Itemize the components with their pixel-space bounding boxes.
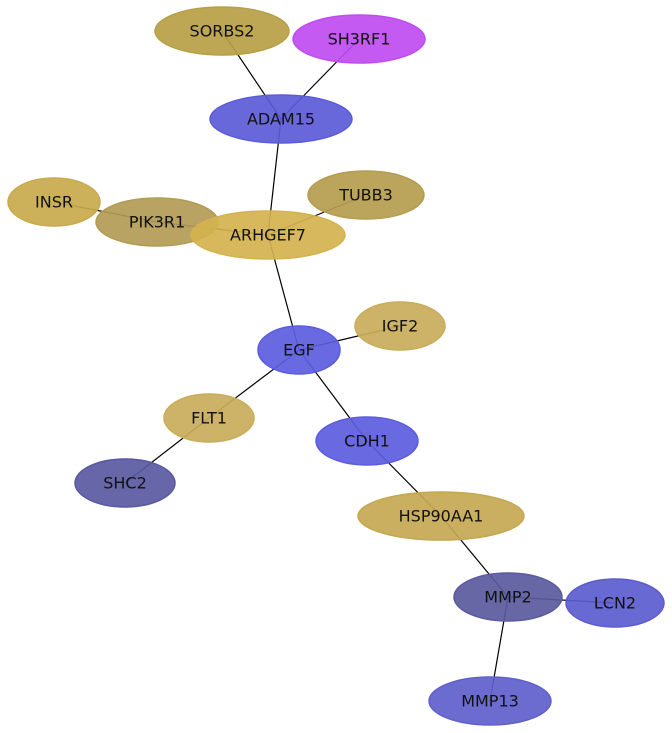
node-tubb3[interactable]: TUBB3 <box>307 170 425 220</box>
node-flt1[interactable]: FLT1 <box>163 393 255 443</box>
node-igf2[interactable]: IGF2 <box>354 301 446 351</box>
node-label-flt1: FLT1 <box>191 409 227 428</box>
node-shape-sh3rf1 <box>292 14 426 64</box>
node-shape-lcn2 <box>565 578 665 628</box>
node-lcn2[interactable]: LCN2 <box>565 578 665 628</box>
node-label-pik3r1: PIK3R1 <box>129 213 185 232</box>
node-adam15[interactable]: ADAM15 <box>209 94 353 144</box>
node-hsp90aa1[interactable]: HSP90AA1 <box>357 491 525 541</box>
node-label-tubb3: TUBB3 <box>338 186 393 205</box>
node-insr[interactable]: INSR <box>7 177 101 227</box>
node-arhgef7[interactable]: ARHGEF7 <box>190 210 346 260</box>
node-shape-insr <box>7 177 101 227</box>
node-label-insr: INSR <box>35 193 73 212</box>
node-label-lcn2: LCN2 <box>594 594 636 613</box>
node-label-igf2: IGF2 <box>382 317 419 336</box>
node-shc2[interactable]: SHC2 <box>74 458 176 508</box>
node-label-sorbs2: SORBS2 <box>190 22 255 41</box>
node-shape-cdh1 <box>315 416 419 466</box>
node-mmp2[interactable]: MMP2 <box>453 572 563 622</box>
node-label-mmp2: MMP2 <box>484 588 531 607</box>
node-label-egf: EGF <box>283 341 315 360</box>
node-shape-flt1 <box>163 393 255 443</box>
node-sh3rf1[interactable]: SH3RF1 <box>292 14 426 64</box>
node-sorbs2[interactable]: SORBS2 <box>154 6 290 56</box>
node-label-arhgef7: ARHGEF7 <box>230 226 306 245</box>
node-shape-mmp13 <box>428 676 552 726</box>
node-egf[interactable]: EGF <box>257 325 341 375</box>
node-shape-shc2 <box>74 458 176 508</box>
node-label-hsp90aa1: HSP90AA1 <box>399 507 484 526</box>
node-label-shc2: SHC2 <box>103 474 147 493</box>
node-shape-tubb3 <box>307 170 425 220</box>
node-pik3r1[interactable]: PIK3R1 <box>95 197 219 247</box>
node-shape-arhgef7 <box>190 210 346 260</box>
node-shape-adam15 <box>209 94 353 144</box>
node-shape-mmp2 <box>453 572 563 622</box>
node-shape-hsp90aa1 <box>357 491 525 541</box>
node-shape-egf <box>257 325 341 375</box>
node-label-adam15: ADAM15 <box>247 110 315 129</box>
node-label-sh3rf1: SH3RF1 <box>328 30 391 49</box>
node-label-cdh1: CDH1 <box>344 432 390 451</box>
node-cdh1[interactable]: CDH1 <box>315 416 419 466</box>
node-label-mmp13: MMP13 <box>461 692 519 711</box>
node-shape-igf2 <box>354 301 446 351</box>
node-mmp13[interactable]: MMP13 <box>428 676 552 726</box>
node-shape-sorbs2 <box>154 6 290 56</box>
